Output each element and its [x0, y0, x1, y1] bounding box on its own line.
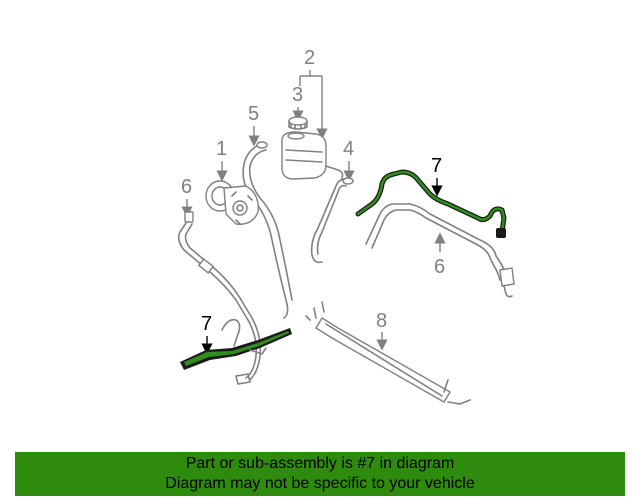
- callout-6-right: 6: [434, 256, 445, 278]
- callout-7-left: 7: [201, 313, 212, 335]
- fluid-reservoir: [281, 131, 344, 180]
- pressure-line-left: [177, 211, 262, 385]
- reservoir-hose: [310, 177, 354, 264]
- return-hose: [242, 141, 293, 319]
- callout-4: 4: [343, 138, 354, 160]
- callout-1: 1: [216, 138, 227, 160]
- reservoir-cap: [288, 116, 308, 130]
- callout-2: 2: [304, 47, 315, 69]
- callout-8: 8: [376, 310, 387, 332]
- pressure-hose-right-highlighted: [355, 169, 507, 238]
- callout-5: 5: [248, 103, 259, 125]
- parts-diagram: 2 3 5 1 4 6 7 6 8 7: [177, 47, 515, 405]
- info-banner: Part or sub-assembly is #7 in diagram Di…: [15, 452, 625, 496]
- callout-3: 3: [292, 84, 303, 106]
- callout-6-left: 6: [181, 176, 192, 198]
- leader-2: [299, 70, 322, 134]
- pressure-line-right: [365, 203, 515, 298]
- banner-line-1: Part or sub-assembly is #7 in diagram: [185, 455, 455, 472]
- power-steering-pump: [205, 180, 259, 225]
- callout-7-right: 7: [431, 155, 442, 177]
- pressure-hose-left-highlighted: [180, 318, 292, 370]
- fluid-cooler: [305, 301, 471, 405]
- banner-line-2: Diagram may not be specific to your vehi…: [165, 475, 475, 492]
